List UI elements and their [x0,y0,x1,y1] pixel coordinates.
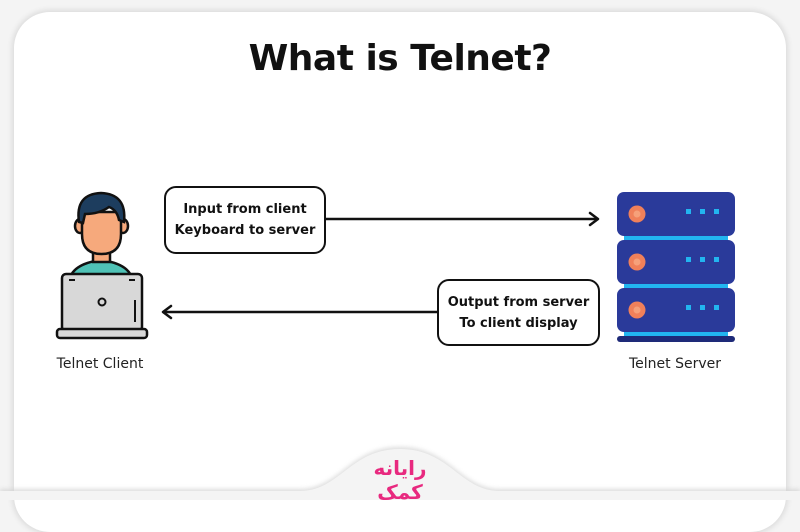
message-line: Input from client [183,202,307,217]
message-box-output: Output from server To client display [437,279,600,346]
page-title: What is Telnet? [248,38,552,79]
server-rack-icon [617,192,735,342]
message-line: To client display [459,315,578,331]
arrows [161,211,600,320]
arrow-left-icon [161,304,437,320]
brand-logo: رایانه کمک [373,456,427,504]
client-label: Telnet Client [56,356,144,372]
user-laptop-icon [55,191,149,340]
message-line: Keyboard to server [174,223,316,238]
card-bottom-notch [0,447,800,500]
server-label: Telnet Server [628,356,721,372]
message-line: Output from server [447,294,590,310]
arrow-right-icon [326,211,600,227]
message-box-input: Input from client Keyboard to server [164,186,326,254]
